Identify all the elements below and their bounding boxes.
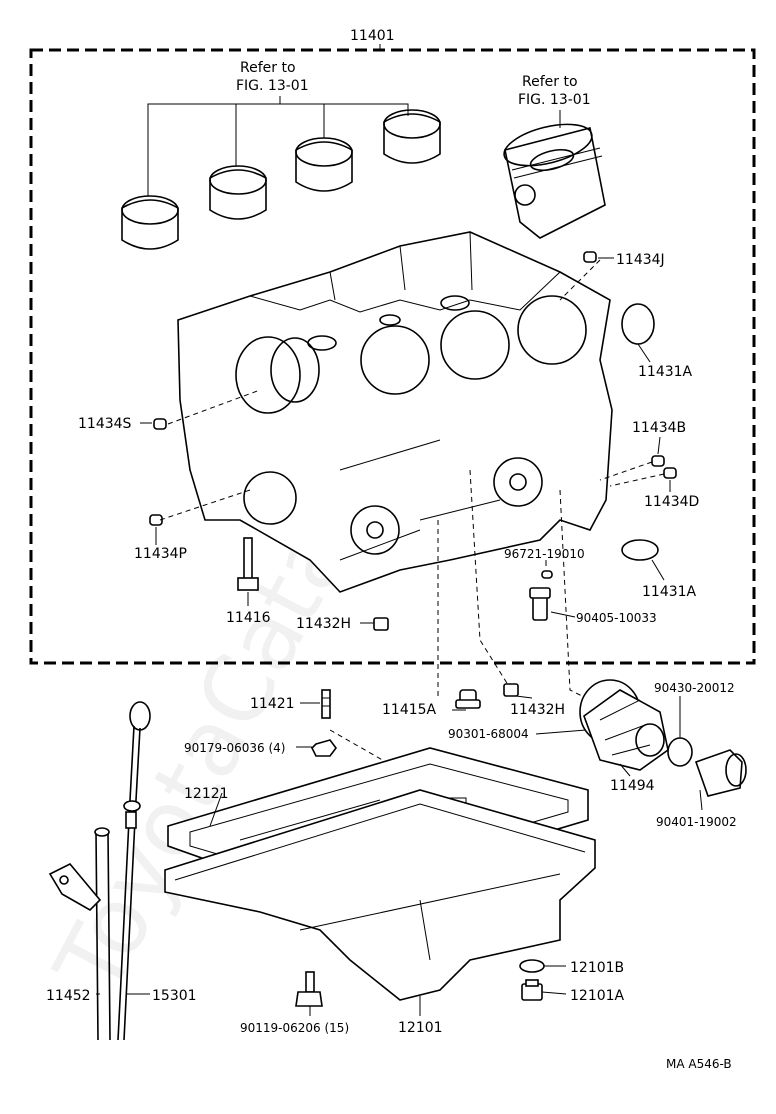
part-label-90430: 90430-20012	[654, 681, 735, 695]
stud-11421	[321, 689, 331, 719]
part-label-11421: 11421	[250, 696, 295, 712]
plug-11431A-top	[621, 303, 655, 345]
part-label-96721: 96721-19010	[504, 547, 585, 561]
part-label-90179: 90179-06036 (4)	[184, 741, 286, 755]
dashed-leaders	[159, 259, 665, 771]
dipstick-15301	[117, 701, 151, 1041]
part-label-90405: 90405-10033	[576, 611, 657, 625]
bearing-shell	[383, 109, 441, 164]
part-label-11452: 11452	[46, 988, 91, 1004]
gasket-12101B	[519, 959, 545, 973]
leader-lines	[96, 257, 703, 1016]
oil-filter-bracket-11494	[579, 679, 669, 771]
cylinder-block	[177, 231, 613, 593]
crank-cap-circle	[493, 457, 543, 507]
pin-11434D	[663, 467, 677, 479]
cylinder-bore-left	[235, 336, 301, 414]
oring-96721	[541, 570, 553, 579]
union-bolt-90405	[529, 587, 551, 621]
drain-plug-12101A	[521, 979, 543, 1001]
refer-right-line2: FIG. 13-01	[518, 92, 591, 108]
part-label-12121: 12121	[184, 786, 229, 802]
part-label-11494: 11494	[610, 778, 655, 794]
pin-11434P	[149, 514, 163, 526]
part-label-11432H-top: 11432H	[296, 616, 351, 632]
plug-11415A	[455, 689, 481, 709]
bearing-shell	[295, 137, 353, 192]
part-label-11434J: 11434J	[616, 252, 665, 268]
part-label-11431A-top: 11431A	[638, 364, 693, 380]
part-label-11415A: 11415A	[382, 702, 437, 718]
plug-11432H-top	[373, 617, 389, 631]
oil-pan-12101	[164, 789, 596, 1001]
part-label-11416: 11416	[226, 610, 271, 626]
part-label-90301: 90301-68004	[448, 727, 529, 741]
pin-11434S	[153, 418, 167, 430]
refer-left-line1: Refer to	[240, 60, 296, 76]
crank-cap-circle	[350, 505, 400, 555]
bearing-shell	[121, 195, 179, 250]
bearing-shells	[121, 109, 441, 250]
part-label-11431A-bot: 11431A	[642, 584, 697, 600]
bolt-11416	[237, 537, 259, 591]
gasket-90430	[667, 737, 693, 767]
part-label-11432H-bot: 11432H	[510, 702, 565, 718]
nut-90179	[311, 739, 337, 757]
bolt-90119	[295, 971, 323, 1007]
assembly-boundary	[29, 48, 756, 665]
pin-11434J	[583, 251, 597, 263]
cylinder-bore	[440, 310, 510, 380]
crank-seal-hole	[243, 471, 297, 525]
part-label-12101A: 12101A	[570, 988, 625, 1004]
part-label-11434P: 11434P	[134, 546, 187, 562]
part-label-11434D: 11434D	[644, 494, 699, 510]
part-label-11434B: 11434B	[632, 420, 686, 436]
cylinder-bore-left	[270, 337, 320, 403]
refer-left-line2: FIG. 13-01	[236, 78, 309, 94]
union-bolt-90401	[694, 749, 747, 797]
bearing-shell	[209, 165, 267, 220]
part-label-11434S: 11434S	[78, 416, 132, 432]
plug-11432H-bot	[503, 683, 519, 697]
dipstick-guide-11452	[48, 827, 111, 1041]
cylinder-bore	[360, 325, 430, 395]
part-label-90119: 90119-06206 (15)	[240, 1021, 349, 1035]
assembly-number: 11401	[350, 28, 395, 44]
piston-icon	[503, 123, 606, 239]
figure-code: MA A546-B	[666, 1057, 732, 1071]
part-label-12101: 12101	[398, 1020, 443, 1036]
refer-right-line1: Refer to	[522, 74, 578, 90]
pin-11434B	[651, 455, 665, 467]
part-label-12101B: 12101B	[570, 960, 624, 976]
part-label-15301: 15301	[152, 988, 197, 1004]
cylinder-bore	[517, 295, 587, 365]
bearing-bracket-line	[147, 96, 409, 196]
part-label-90401: 90401-19002	[656, 815, 737, 829]
plug-11431A-bot	[621, 539, 659, 561]
